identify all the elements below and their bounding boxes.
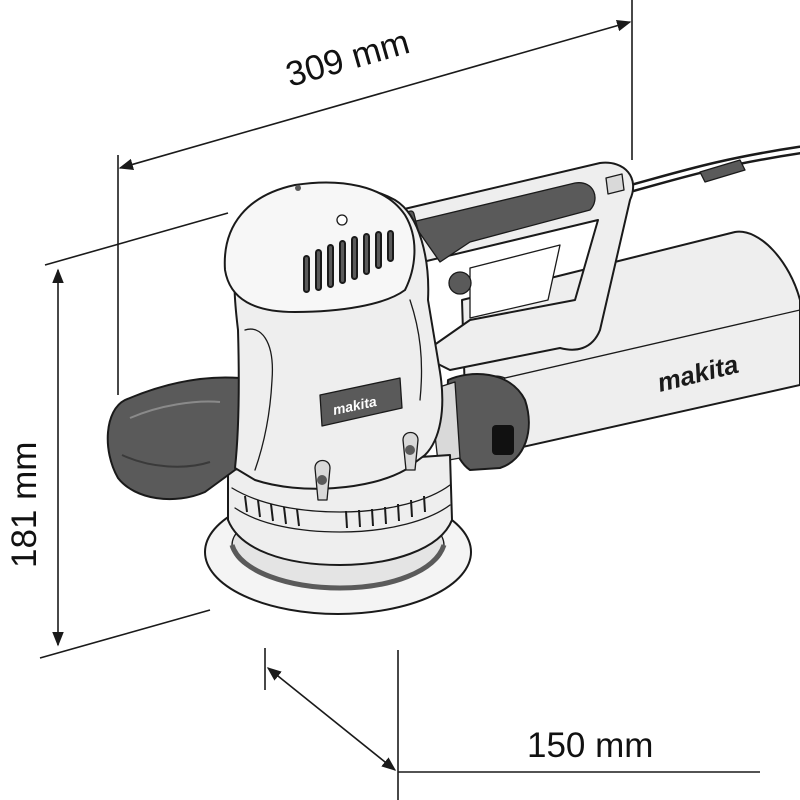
rear-handle (397, 161, 635, 371)
housing-top-dome (223, 181, 416, 313)
latch-screw-right (405, 445, 415, 455)
height-extension-top (44, 212, 229, 266)
pad-dimension: 150 mm (264, 648, 760, 800)
latch-screw-left (317, 475, 327, 485)
handle-grip (411, 182, 596, 263)
housing-brand-badge (319, 377, 403, 427)
top-screw (336, 214, 348, 226)
top-marker (295, 185, 301, 191)
height-extension-bottom (39, 609, 211, 659)
length-dimension-line (118, 20, 632, 170)
cord-strain-relief (699, 159, 746, 183)
height-dimension: 181 mm (5, 212, 229, 659)
pad-dimension-line (266, 667, 397, 771)
motor-vents (303, 230, 394, 293)
handle-opening (469, 244, 561, 319)
power-cord (627, 145, 800, 193)
handle-screw (448, 271, 472, 295)
height-label: 181 mm (5, 442, 44, 568)
length-label: 309 mm (281, 22, 413, 94)
base-ribs (244, 495, 426, 529)
motor-housing: makita (223, 181, 444, 501)
pad-label: 150 mm (527, 726, 653, 765)
port-latch (492, 425, 514, 455)
speed-dial (605, 173, 625, 195)
